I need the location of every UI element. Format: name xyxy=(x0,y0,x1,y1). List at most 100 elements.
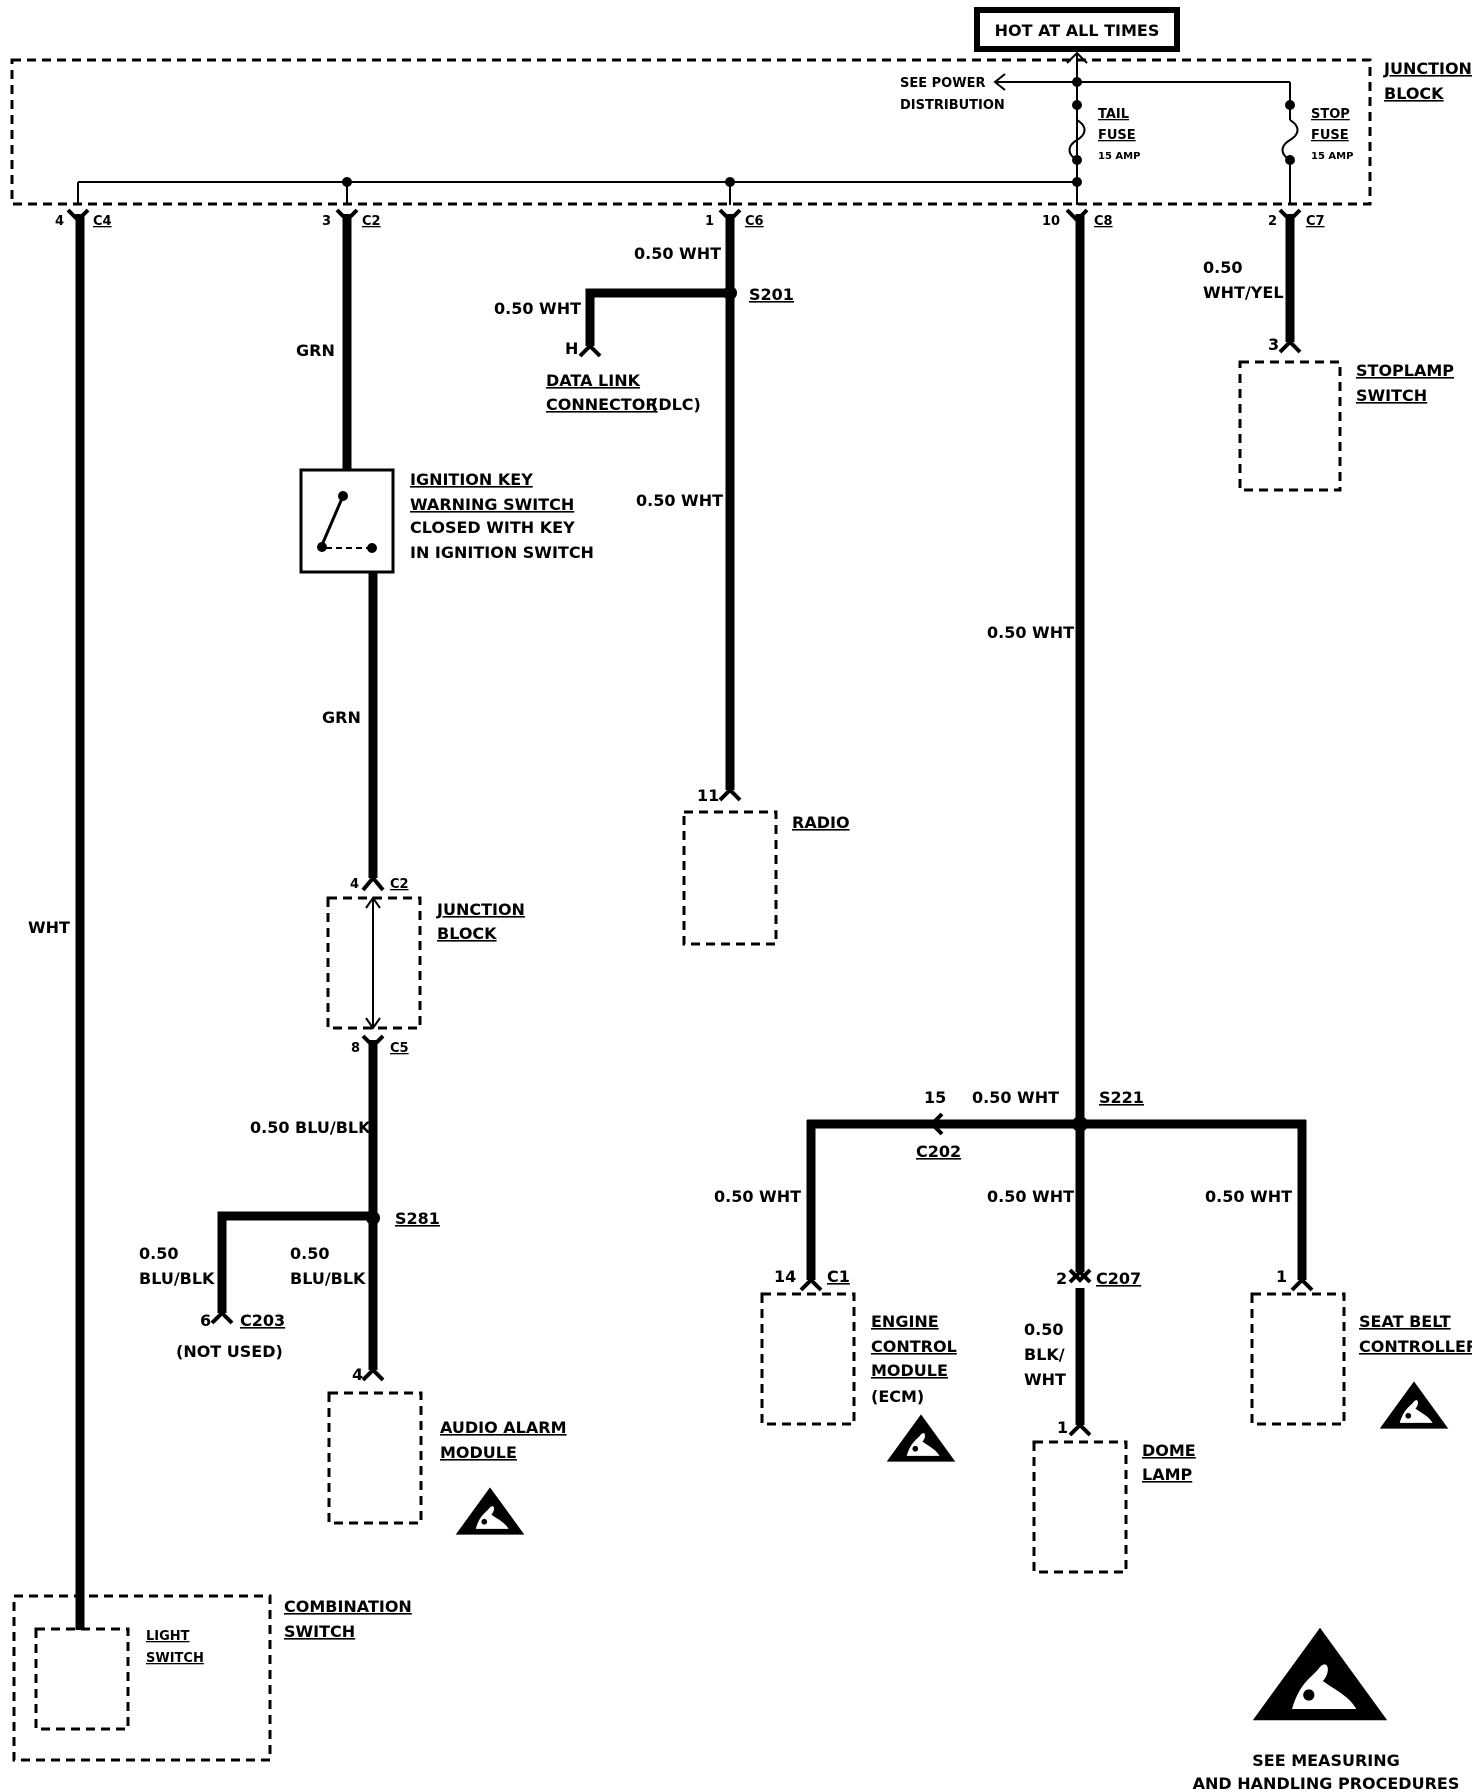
svg-text:10: 10 xyxy=(1042,214,1060,229)
stoplamp-label-1: STOPLAMP xyxy=(1356,361,1454,380)
ignition-switch-label-4: IN IGNITION SWITCH xyxy=(410,543,594,562)
radio-pin: 11 xyxy=(697,786,719,805)
see-power-label-1: SEE POWER xyxy=(900,76,985,91)
svg-text:C4: C4 xyxy=(93,214,112,229)
svg-text:1: 1 xyxy=(705,214,714,229)
wire-dlc-label: 0.50 WHT xyxy=(494,299,581,318)
esd-icon-large xyxy=(1252,1627,1388,1721)
svg-text:C2: C2 xyxy=(362,214,381,229)
splice-s221-label: S221 xyxy=(1099,1088,1144,1107)
ignition-switch-label-3: CLOSED WITH KEY xyxy=(410,518,575,537)
wire-blu-left-label-1: 0.50 xyxy=(139,1244,178,1263)
ignition-key-warning-switch xyxy=(299,468,395,574)
wire-s221-top-label: 0.50 WHT xyxy=(972,1088,1059,1107)
dlc-label-1: DATA LINK xyxy=(546,371,641,390)
seat-pin: 1 xyxy=(1276,1267,1287,1286)
combination-switch-label-2: SWITCH xyxy=(284,1622,355,1641)
wire-ecm-label: 0.50 WHT xyxy=(714,1187,801,1206)
esd-icon-audio xyxy=(455,1487,525,1535)
esd-note-line1: SEE MEASURING xyxy=(1252,1751,1400,1770)
dlc-label-2: CONNECTOR xyxy=(546,395,658,414)
dome-lamp-label-2: LAMP xyxy=(1142,1465,1193,1484)
wire-c7-label-2: WHT/YEL xyxy=(1203,283,1284,302)
stoplamp-label-2: SWITCH xyxy=(1356,386,1427,405)
junction-block-top-label-1: JUNCTION xyxy=(1383,59,1472,78)
junction-block-top xyxy=(10,58,1372,206)
svg-text:4: 4 xyxy=(55,214,64,229)
wire-blu-right-label-1: 0.50 xyxy=(290,1244,329,1263)
ecm-label-3: MODULE xyxy=(871,1361,948,1380)
audio-alarm-label-2: MODULE xyxy=(440,1443,517,1462)
light-switch-box xyxy=(34,1627,130,1731)
svg-text:C7: C7 xyxy=(1306,214,1325,229)
ecm-pin: 14 xyxy=(774,1267,796,1286)
wire-grn-top-label: GRN xyxy=(296,341,335,360)
seat-belt-label-1: SEAT BELT xyxy=(1359,1312,1451,1331)
jb-mid-label-2: BLOCK xyxy=(437,924,497,943)
esd-note-line2: AND HANDLING PROCEDURES xyxy=(1193,1774,1460,1792)
wire-dome-lower-label-2: BLK/ xyxy=(1024,1345,1065,1364)
jb-mid-conn-top: C2 xyxy=(390,877,409,892)
stop-fuse-rating: 15 AMP xyxy=(1311,151,1353,162)
c203-conn: C203 xyxy=(240,1311,285,1330)
dlc-pin: H xyxy=(565,339,578,358)
svg-text:2: 2 xyxy=(1268,214,1277,229)
ecm-label-4: (ECM) xyxy=(871,1387,924,1406)
wire-grn-mid-label: GRN xyxy=(322,708,361,727)
jb-mid-pin-top: 4 xyxy=(350,877,359,892)
tail-fuse-label-1: TAIL xyxy=(1098,107,1129,122)
jb-mid-pin-bot: 8 xyxy=(351,1041,360,1056)
c202-pin: 15 xyxy=(924,1088,946,1107)
hot-at-all-times-label: HOT AT ALL TIMES xyxy=(995,21,1160,40)
wire-wht-left-label: WHT xyxy=(28,918,70,937)
dome-lamp-box xyxy=(1032,1440,1128,1574)
c207-conn: C207 xyxy=(1096,1269,1141,1288)
wire-dome-lower-label-1: 0.50 xyxy=(1024,1320,1063,1339)
esd-icon-ecm xyxy=(886,1414,956,1462)
connector-c7: 2 C7 xyxy=(1268,208,1325,229)
hot-at-all-times-box xyxy=(974,7,1180,52)
seat-belt-label-2: CONTROLLER xyxy=(1359,1337,1472,1356)
seat-belt-controller-box xyxy=(1250,1292,1346,1426)
tail-fuse-label-2: FUSE xyxy=(1098,128,1136,143)
radio-box xyxy=(682,810,778,946)
ignition-switch-label-2: WARNING SWITCH xyxy=(410,495,574,514)
wire-c8-main-label: 0.50 WHT xyxy=(987,623,1074,642)
light-switch-label-1: LIGHT xyxy=(146,1629,190,1644)
radio-label: RADIO xyxy=(792,813,850,832)
combination-switch-box xyxy=(12,1594,272,1762)
tail-fuse-rating: 15 AMP xyxy=(1098,151,1140,162)
dome-lamp-label-1: DOME xyxy=(1142,1441,1196,1460)
jb-mid-label-1: JUNCTION xyxy=(436,900,525,919)
stoplamp-pin: 3 xyxy=(1268,335,1279,354)
ecm-conn: C1 xyxy=(827,1267,850,1286)
stop-fuse-label-2: FUSE xyxy=(1311,128,1349,143)
jb-mid-conn-bot: C5 xyxy=(390,1041,409,1056)
audio-pin: 4 xyxy=(352,1365,363,1384)
ecm-label-2: CONTROL xyxy=(871,1337,957,1356)
dome-pin: 1 xyxy=(1057,1418,1068,1437)
ignition-switch-label-1: IGNITION KEY xyxy=(410,470,533,489)
wire-c6-b-label: 0.50 WHT xyxy=(636,491,723,510)
wire-c6-a-label: 0.50 WHT xyxy=(634,244,721,263)
wire-dome-label: 0.50 WHT xyxy=(987,1187,1074,1206)
c207-pin: 2 xyxy=(1056,1269,1067,1288)
splice-s281-label: S281 xyxy=(395,1209,440,1228)
wire-blu-left-label-2: BLU/BLK xyxy=(139,1269,215,1288)
esd-icon-seat xyxy=(1379,1381,1449,1429)
light-switch-label-2: SWITCH xyxy=(146,1651,204,1666)
stoplamp-switch-box xyxy=(1238,360,1342,492)
dlc-label-suffix: (DLC) xyxy=(651,395,701,414)
see-power-label-2: DISTRIBUTION xyxy=(900,98,1005,113)
wire-seat-label: 0.50 WHT xyxy=(1205,1187,1292,1206)
combination-switch-label-1: COMBINATION xyxy=(284,1597,412,1616)
audio-alarm-label-1: AUDIO ALARM xyxy=(440,1418,567,1437)
c203-note: (NOT USED) xyxy=(176,1342,283,1361)
splice-s201-label: S201 xyxy=(749,285,794,304)
wire-c7-label-1: 0.50 xyxy=(1203,258,1242,277)
junction-block-top-label-2: BLOCK xyxy=(1384,84,1444,103)
svg-text:C8: C8 xyxy=(1094,214,1113,229)
svg-text:3: 3 xyxy=(322,214,331,229)
svg-text:C6: C6 xyxy=(745,214,764,229)
